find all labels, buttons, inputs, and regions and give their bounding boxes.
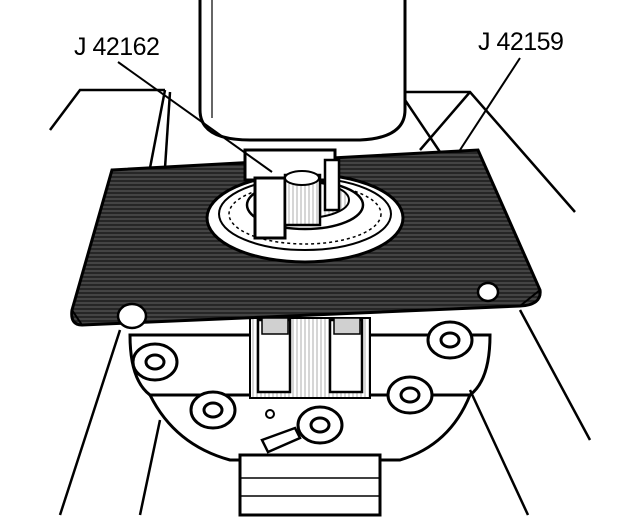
- leader-j42159: [459, 57, 521, 151]
- bolt-bosses: [131, 320, 474, 445]
- leader-lines: [117, 57, 521, 173]
- bolt-boss: [131, 342, 179, 382]
- press-ram: [198, 0, 407, 142]
- bolt-boss: [426, 320, 474, 360]
- callout-j42159: J 42159: [478, 28, 564, 56]
- callout-j42162: J 42162: [74, 33, 160, 61]
- lower-frame-lines: [58, 309, 592, 516]
- bolt-boss: [189, 390, 237, 430]
- press-adapter: [243, 148, 341, 240]
- bolt-boss: [386, 375, 434, 415]
- leader-j42162: [117, 61, 273, 173]
- press-frame-lines: [49, 88, 576, 213]
- bolt-boss: [296, 405, 344, 445]
- locating-tab: [260, 409, 302, 454]
